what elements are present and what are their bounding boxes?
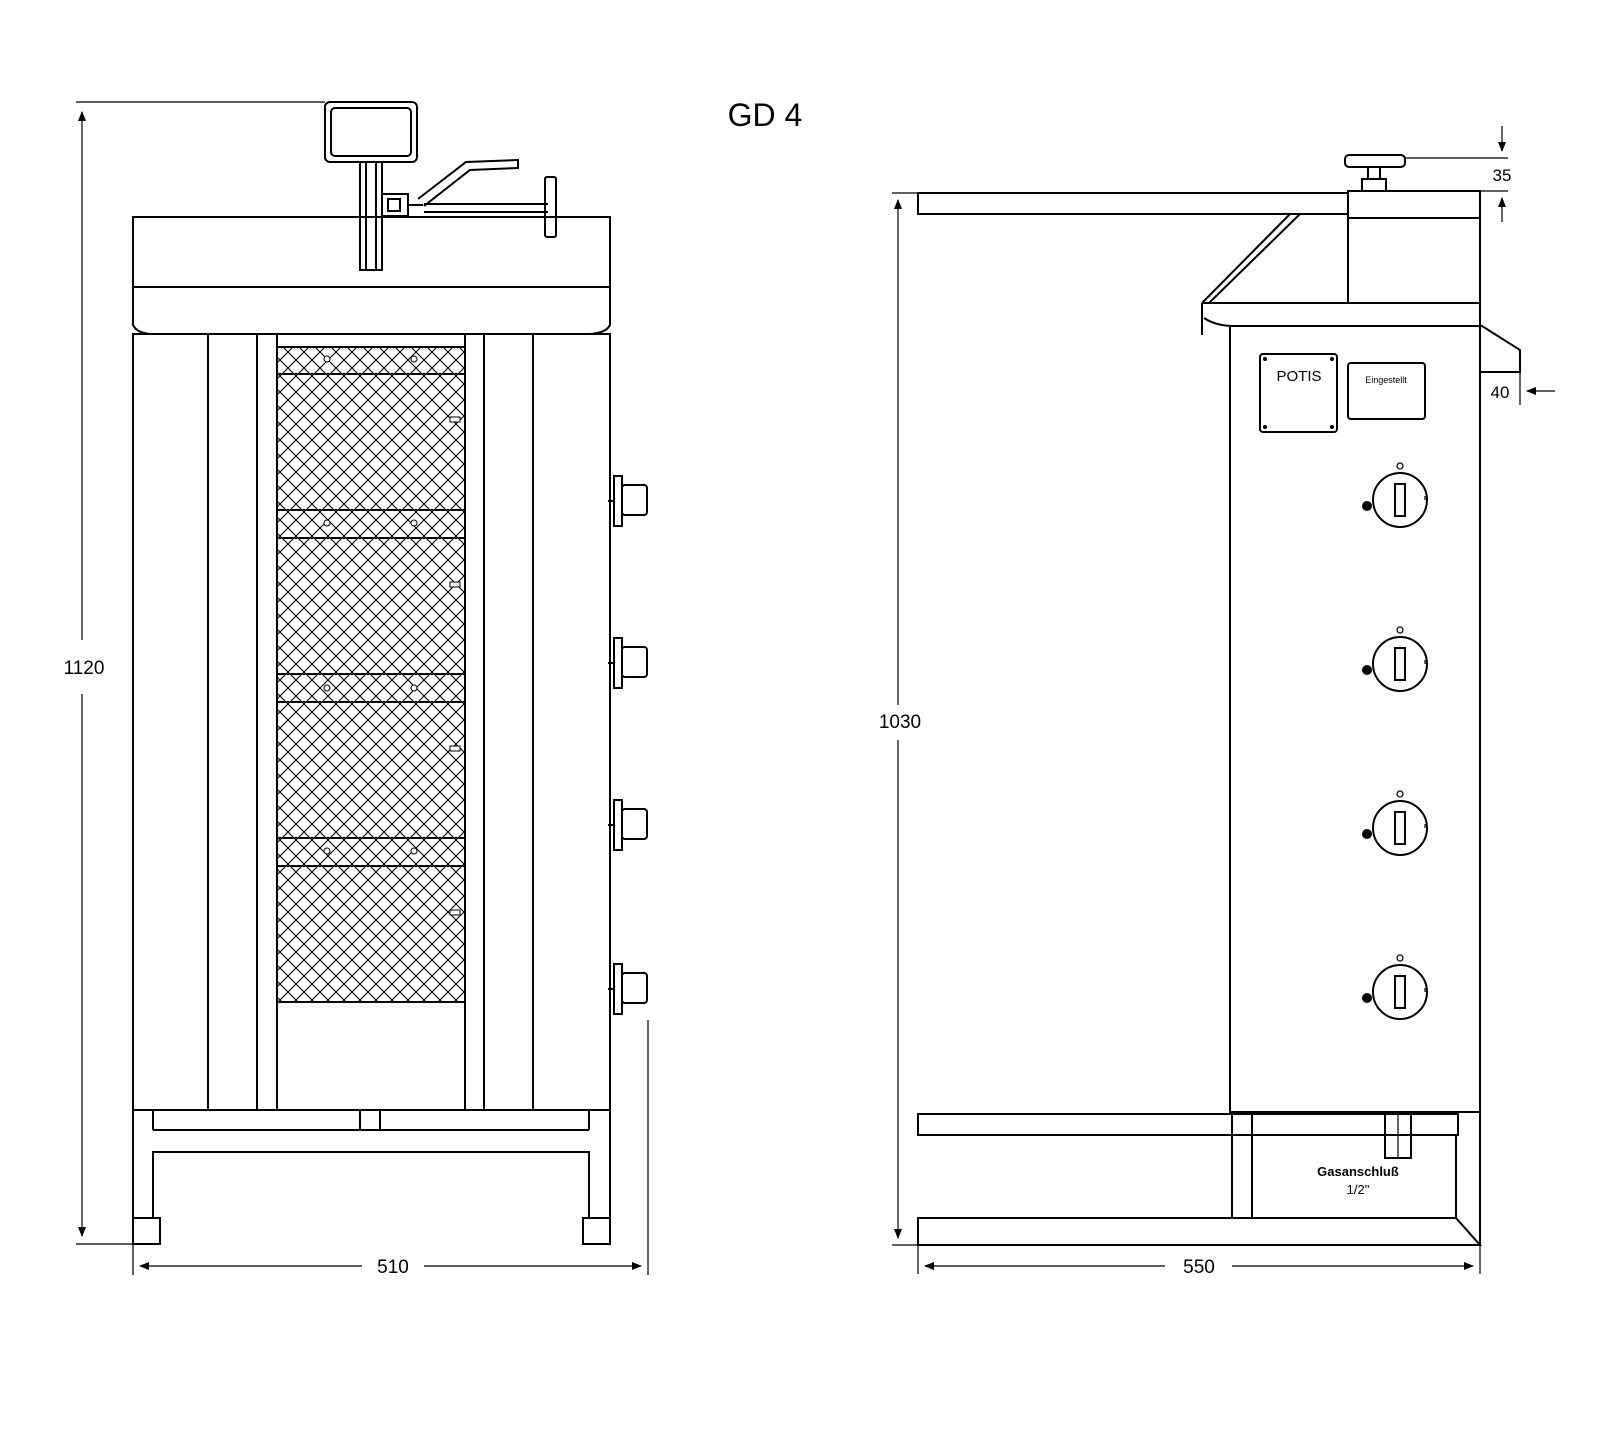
gas-connection-size: 1/2" (1347, 1182, 1370, 1197)
gas-connection-label: Gasanschluß (1317, 1164, 1399, 1179)
side-view: POTIS Eingestellt (879, 126, 1555, 1278)
side-top-cap (1347, 190, 1481, 219)
side-knobs (1362, 462, 1428, 1020)
front-view: 1120 510 (64, 101, 649, 1278)
top-dimension: 35 (1405, 126, 1511, 222)
side-body (1229, 325, 1481, 1113)
side-canopy (1201, 213, 1481, 335)
motor-assembly (324, 101, 557, 271)
front-top-cap (132, 216, 611, 288)
side-width-label: 550 (1183, 1257, 1215, 1278)
drawing-title: GD 4 (728, 97, 803, 133)
top-knob[interactable] (1344, 154, 1406, 192)
side-knob-2[interactable] (1362, 626, 1428, 692)
side-knob-4[interactable] (1362, 954, 1428, 1020)
front-canopy (132, 287, 611, 335)
side-width-dimension: 550 (917, 1245, 1481, 1278)
front-width-label: 510 (377, 1257, 409, 1278)
front-stand (132, 1109, 611, 1245)
front-knob-1[interactable] (608, 475, 648, 527)
front-knob-3[interactable] (608, 799, 648, 851)
side-height-dimension: 1030 (879, 192, 921, 1246)
brand-plate: POTIS (1259, 353, 1338, 433)
side-height-label: 1030 (879, 712, 921, 733)
burner-panels (276, 346, 466, 1003)
spit-arm (917, 192, 1349, 215)
side-dim-label: 40 (1491, 383, 1510, 402)
side-knob-3[interactable] (1362, 790, 1428, 856)
side-knob-1[interactable] (1362, 462, 1428, 528)
side-dimension: 40 (1491, 372, 1555, 405)
front-height-label: 1120 (64, 658, 105, 679)
status-plate: Eingestellt (1347, 362, 1426, 420)
front-knobs (608, 475, 648, 1015)
front-height-dimension: 1120 (64, 101, 325, 1245)
front-knob-2[interactable] (608, 637, 648, 689)
status-plate-text: Eingestellt (1365, 375, 1407, 385)
top-dim-label: 35 (1493, 166, 1512, 185)
front-knob-4[interactable] (608, 963, 648, 1015)
brand-plate-text: POTIS (1276, 368, 1321, 385)
drip-lip (1480, 325, 1521, 373)
front-width-dimension: 510 (132, 1020, 649, 1278)
